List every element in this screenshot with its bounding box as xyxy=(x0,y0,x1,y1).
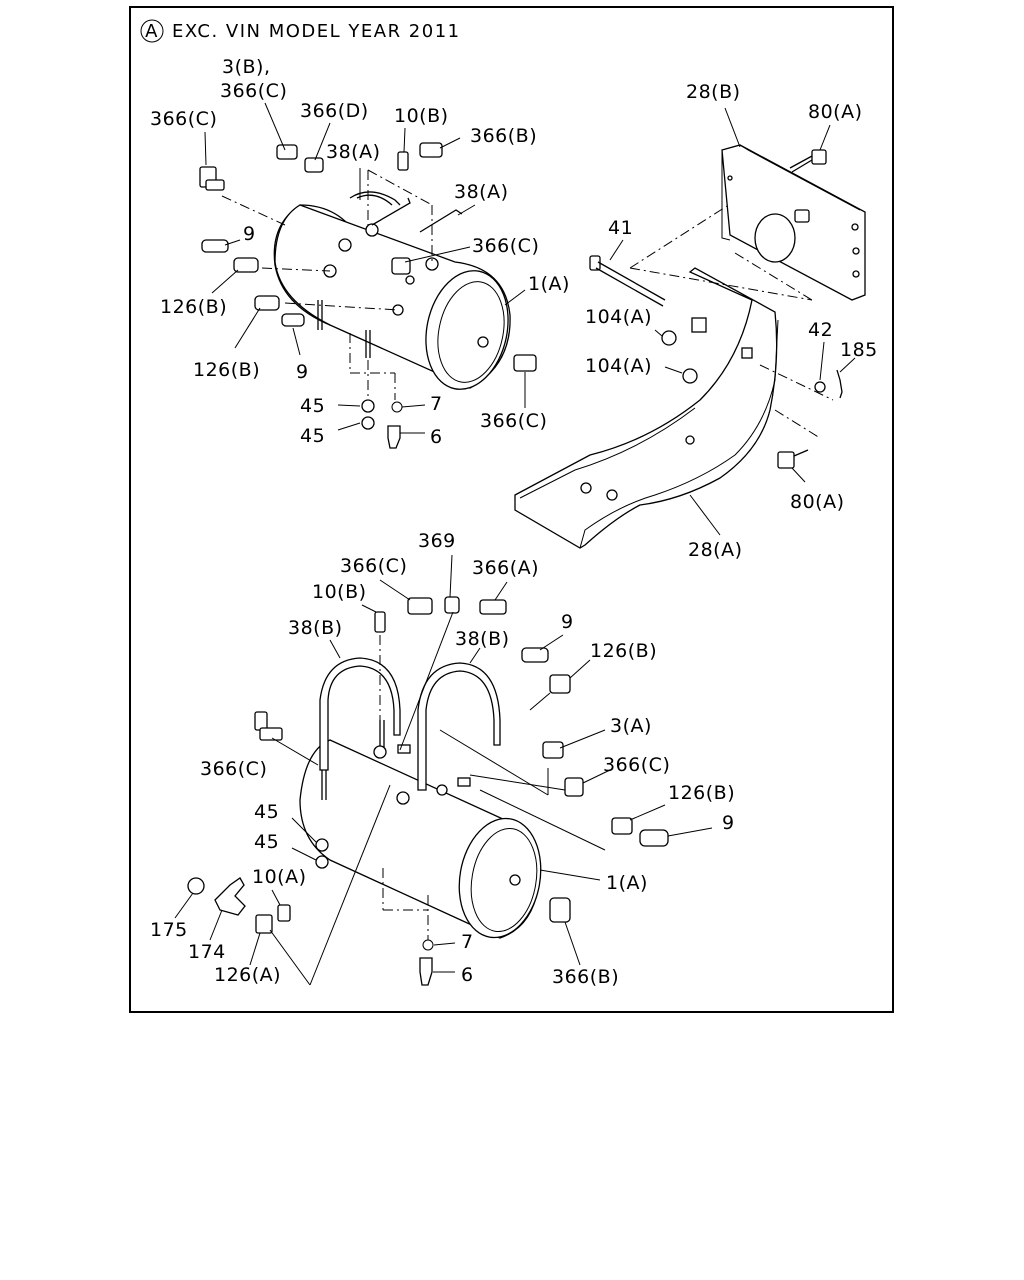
callout-label: 80(A) xyxy=(790,491,845,513)
callout-label: 38(A) xyxy=(454,181,509,203)
callout-label: 1(A) xyxy=(606,872,648,894)
callout-label: 80(A) xyxy=(808,101,863,123)
callout-label: 126(B) xyxy=(668,782,735,804)
callout-label: 10(B) xyxy=(312,581,367,603)
callout-label: 42 xyxy=(808,319,833,341)
callout-label: 45 xyxy=(300,425,325,447)
callout-label: 9 xyxy=(722,812,735,834)
bracket-assembly xyxy=(514,144,866,549)
lower-air-tank xyxy=(187,596,669,986)
callout-label: 366(C) xyxy=(340,555,407,577)
callout-label: 45 xyxy=(254,801,279,823)
callout-label: 366(C) xyxy=(472,235,539,257)
callout-label: 366(C) xyxy=(220,80,287,102)
upper-air-tank xyxy=(199,142,537,449)
callout-label: 366(C) xyxy=(603,754,670,776)
callout-label: 366(C) xyxy=(150,108,217,130)
callout-labels: 3(B), 366(C) 366(D) 10(B) 366(B) 366(C) … xyxy=(150,56,878,988)
header-circle-letter: A xyxy=(145,21,159,42)
callout-label: 45 xyxy=(254,831,279,853)
callout-label: 7 xyxy=(430,393,443,415)
callout-label: 174 xyxy=(188,941,226,963)
leader-lines xyxy=(174,102,856,973)
callout-label: 45 xyxy=(300,395,325,417)
header-circle xyxy=(140,19,164,43)
callout-label: 366(C) xyxy=(480,410,547,432)
callout-label: 28(A) xyxy=(688,539,743,561)
diagram-frame xyxy=(129,6,894,1013)
callout-label: 366(B) xyxy=(470,125,537,147)
callout-label: 366(A) xyxy=(472,557,539,579)
callout-label: 366(C) xyxy=(200,758,267,780)
callout-label: 6 xyxy=(430,426,443,448)
callout-label: 175 xyxy=(150,919,188,941)
header-note: A EXC. VIN MODEL YEAR 2011 xyxy=(140,19,461,43)
callout-label: 9 xyxy=(243,223,256,245)
callout-label: 126(B) xyxy=(193,359,260,381)
callout-label: 38(B) xyxy=(288,617,343,639)
callout-label: 7 xyxy=(461,931,474,953)
callout-label: 104(A) xyxy=(585,306,652,328)
callout-label: 9 xyxy=(561,611,574,633)
callout-label: 10(A) xyxy=(252,866,307,888)
callout-label: 126(B) xyxy=(160,296,227,318)
callout-label: 126(B) xyxy=(590,640,657,662)
callout-label: 3(A) xyxy=(610,715,652,737)
callout-label: 38(A) xyxy=(326,141,381,163)
callout-label: 126(A) xyxy=(214,964,281,986)
callout-label: 9 xyxy=(296,361,309,383)
callout-label: 10(B) xyxy=(394,105,449,127)
callout-label: 41 xyxy=(608,217,633,239)
header-note-text: EXC. VIN MODEL YEAR 2011 xyxy=(172,21,461,42)
callout-label: 1(A) xyxy=(528,273,570,295)
callout-label: 369 xyxy=(418,530,456,552)
callout-label: 6 xyxy=(461,964,474,986)
callout-label: 366(D) xyxy=(300,100,369,122)
callout-label: 104(A) xyxy=(585,355,652,377)
callout-label: 3(B), xyxy=(222,56,271,78)
callout-label: 38(B) xyxy=(455,628,510,650)
callout-label: 366(B) xyxy=(552,966,619,988)
callout-label: 28(B) xyxy=(686,81,741,103)
callout-label: 185 xyxy=(840,339,878,361)
